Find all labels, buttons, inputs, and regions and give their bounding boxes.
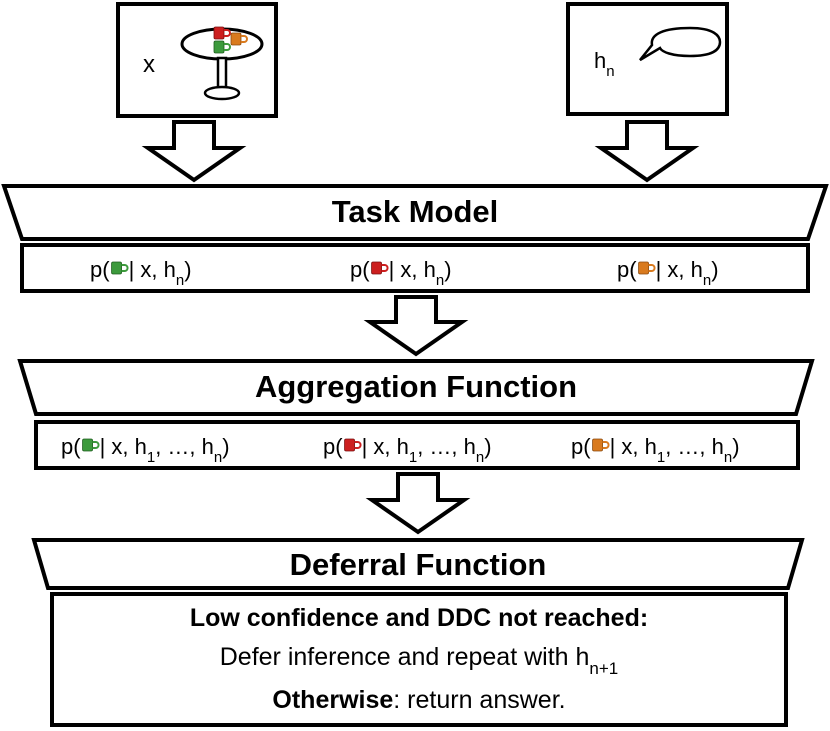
prob-open: p( <box>61 434 81 459</box>
input-box: x <box>116 2 278 118</box>
prob-open: p( <box>90 257 110 282</box>
prob-close: ) <box>222 434 229 459</box>
aggregation-title: Aggregation Function <box>255 369 577 404</box>
deferral-otherwise: Otherwise: return answer. <box>272 686 565 714</box>
prob-subscript: n <box>724 449 732 466</box>
prob-close: ) <box>484 434 491 459</box>
prob-subscript: n <box>703 272 711 289</box>
task-model-title: Task Model <box>332 194 499 229</box>
prob-condition: | x, h <box>389 257 436 282</box>
speech-bubble-icon <box>639 26 722 62</box>
prob-condition: | x, h <box>129 257 176 282</box>
prob-subscript: 1 <box>657 449 665 466</box>
prob-condition: , …, h <box>665 434 724 459</box>
prob-subscript: n <box>176 272 184 289</box>
prob-close: ) <box>444 257 451 282</box>
arrow-down-icon <box>141 120 247 183</box>
prob-close: ) <box>732 434 739 459</box>
arrow-down-icon <box>365 472 471 535</box>
prob-condition: | x, h <box>362 434 409 459</box>
prob-open: p( <box>617 257 637 282</box>
prob-subscript: n <box>476 449 484 466</box>
prob-condition: | x, h <box>656 257 703 282</box>
prob-condition: | x, h <box>100 434 147 459</box>
task-model-block: Task Model <box>1 184 829 241</box>
prob-condition: , …, h <box>417 434 476 459</box>
prob-open: p( <box>350 257 370 282</box>
prob-subscript: n <box>214 449 222 466</box>
arrow-down-icon <box>594 120 700 183</box>
deferral-condition: Low confidence and DDC not reached: <box>190 604 648 632</box>
prob-close: ) <box>184 257 191 282</box>
prob-open: p( <box>571 434 591 459</box>
prob-open: p( <box>323 434 343 459</box>
prob-condition: , …, h <box>155 434 214 459</box>
deferral-rule-box: Low confidence and DDC not reached: Defe… <box>50 592 788 727</box>
prob-subscript: n <box>436 272 444 289</box>
prob-subscript: 1 <box>147 449 155 466</box>
deferral-action: Defer inference and repeat with hn+1 <box>220 643 619 678</box>
prob-subscript: 1 <box>409 449 417 466</box>
input-variable: x <box>143 51 155 78</box>
prob-close: ) <box>711 257 718 282</box>
deferral-title: Deferral Function <box>290 547 547 582</box>
hint-box: hn <box>566 2 729 116</box>
deferral-block: Deferral Function <box>31 538 805 590</box>
hint-variable: hn <box>594 48 615 80</box>
aggregation-block: Aggregation Function <box>17 359 815 416</box>
arrow-down-icon <box>363 295 469 357</box>
prob-condition: | x, h <box>610 434 657 459</box>
table-with-mugs-icon <box>180 26 264 101</box>
